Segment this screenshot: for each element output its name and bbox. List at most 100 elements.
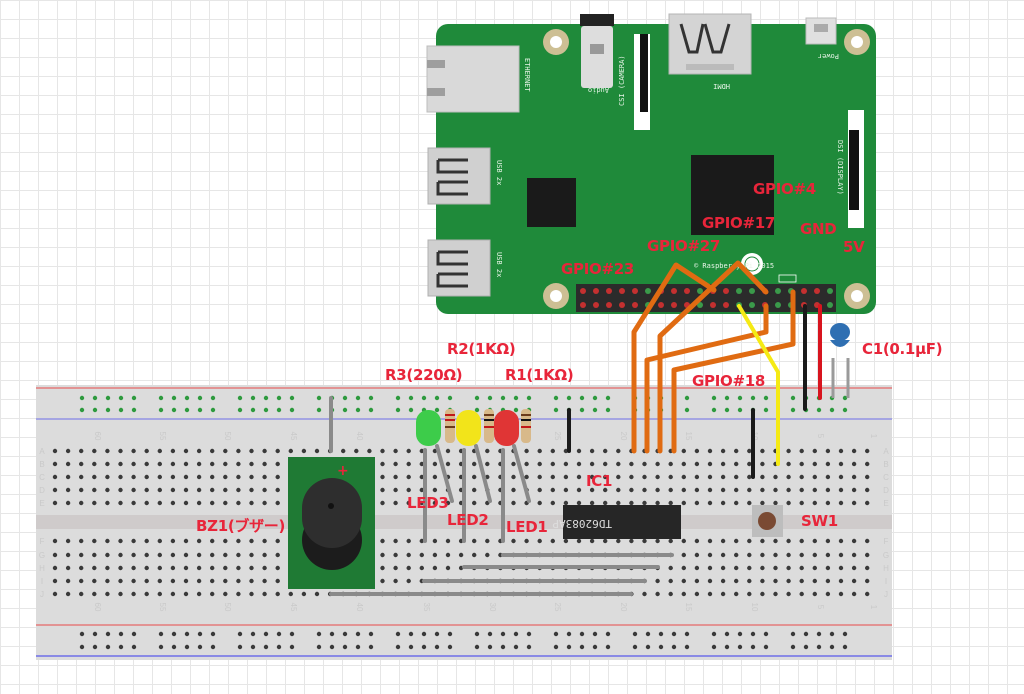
- breadboard-hole: [760, 474, 765, 480]
- breadboard-hole: [393, 578, 398, 584]
- rail-hole: [210, 631, 216, 637]
- breadboard-hole: [275, 591, 280, 597]
- breadboard-hole: [196, 474, 202, 480]
- rail-hole: [763, 631, 769, 637]
- breadboard-hole: [812, 448, 817, 454]
- breadboard-hole: [406, 500, 411, 506]
- rail-hole: [92, 644, 98, 650]
- rail-hole: [829, 644, 835, 650]
- breadboard-hole: [773, 578, 778, 584]
- svg-text:DSI (DISPLAY): DSI (DISPLAY): [836, 140, 844, 195]
- breadboard-hole: [262, 448, 267, 454]
- breadboard-hole: [196, 448, 202, 454]
- rail-hole: [474, 631, 480, 637]
- rail-hole: [526, 631, 532, 637]
- row-letter: H: [883, 564, 889, 573]
- label-gpio18: GPIO#18: [692, 372, 765, 390]
- rail-hole: [447, 644, 453, 650]
- breadboard-hole: [812, 487, 817, 493]
- breadboard-hole: [563, 538, 569, 544]
- breadboard-hole: [825, 448, 831, 454]
- breadboard-hole: [786, 591, 791, 597]
- breadboard-hole: [694, 565, 700, 571]
- breadboard-hole: [393, 552, 398, 558]
- breadboard-hole: [865, 552, 870, 558]
- breadboard-hole: [747, 461, 752, 467]
- breadboard-hole: [838, 578, 844, 584]
- breadboard-hole: [707, 461, 713, 467]
- rail-hole: [750, 395, 756, 401]
- breadboard-hole: [196, 565, 202, 571]
- led2-yellow: [456, 410, 481, 446]
- rail-hole: [408, 631, 414, 637]
- breadboard-hole: [131, 591, 136, 597]
- breadboard-hole: [406, 461, 411, 467]
- breadboard-hole: [65, 474, 71, 480]
- rail-hole: [131, 631, 137, 637]
- breadboard-hole: [223, 578, 228, 584]
- rail-hole: [276, 395, 282, 401]
- rail-hole: [118, 631, 124, 637]
- breadboard-hole: [550, 487, 555, 493]
- breadboard-hole: [589, 474, 595, 480]
- breadboard-hole: [786, 487, 791, 493]
- breadboard-hole: [52, 461, 58, 467]
- breadboard-hole: [65, 448, 71, 454]
- breadboard-hole: [144, 578, 149, 584]
- breadboard-hole: [681, 474, 686, 480]
- breadboard-hole: [720, 552, 726, 558]
- breadboard-hole: [223, 474, 228, 480]
- breadboard-hole: [865, 461, 870, 467]
- breadboard-hole: [196, 487, 202, 493]
- breadboard-hole: [92, 500, 97, 506]
- breadboard-hole: [210, 474, 215, 480]
- breadboard-hole: [799, 487, 804, 493]
- rail-hole: [645, 631, 651, 637]
- breadboard-hole: [838, 591, 844, 597]
- rail-hole: [829, 631, 835, 637]
- breadboard-hole: [262, 565, 267, 571]
- breadboard-hole: [707, 578, 713, 584]
- breadboard-hole: [183, 552, 189, 558]
- rail-hole: [632, 644, 638, 650]
- breadboard-hole: [511, 500, 516, 506]
- breadboard-hole: [825, 500, 831, 506]
- breadboard-hole: [445, 565, 451, 571]
- breadboard-hole: [812, 591, 817, 597]
- breadboard-hole: [79, 591, 84, 597]
- breadboard-hole: [707, 448, 713, 454]
- breadboard-hole: [681, 591, 686, 597]
- breadboard-hole: [734, 538, 739, 544]
- rail-hole: [395, 631, 401, 637]
- breadboard-hole: [760, 448, 765, 454]
- breadboard-hole: [786, 538, 791, 544]
- breadboard-hole: [92, 578, 97, 584]
- breadboard-hole: [747, 500, 752, 506]
- breadboard-hole: [144, 538, 149, 544]
- rail-hole: [197, 631, 203, 637]
- breadboard-hole: [170, 538, 176, 544]
- label-gpio4: GPIO#4: [753, 180, 816, 198]
- rail-hole: [474, 395, 480, 401]
- rail-hole: [711, 407, 717, 413]
- breadboard-hole: [249, 461, 254, 467]
- breadboard-hole: [144, 461, 149, 467]
- breadboard-hole: [314, 448, 320, 454]
- rail-hole: [158, 631, 164, 637]
- breadboard-hole: [131, 538, 136, 544]
- audio-jack: [580, 14, 614, 88]
- breadboard-hole: [865, 565, 870, 571]
- rail-hole: [263, 631, 269, 637]
- rail-hole: [408, 407, 414, 413]
- rail-hole: [579, 644, 585, 650]
- svg-text:CSI (CAMERA): CSI (CAMERA): [618, 55, 626, 106]
- column-number: 25: [553, 432, 562, 441]
- breadboard-hole: [694, 487, 700, 493]
- breadboard-hole: [380, 461, 385, 467]
- breadboard-hole: [210, 565, 215, 571]
- rail-hole: [790, 395, 796, 401]
- breadboard-hole: [629, 500, 634, 506]
- breadboard-hole: [406, 448, 411, 454]
- breadboard-hole: [550, 538, 555, 544]
- breadboard-hole: [865, 591, 870, 597]
